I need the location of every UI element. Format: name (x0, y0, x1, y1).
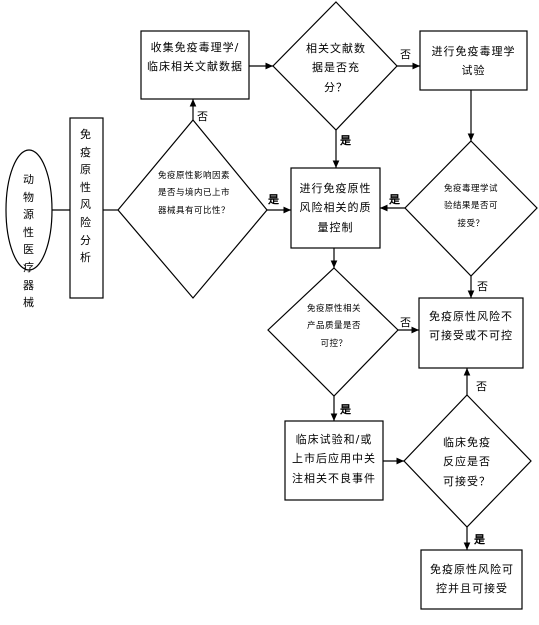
edge-label-literature-yes: 是 (340, 134, 351, 147)
analysis-node-shape (69, 117, 104, 299)
unacceptable-node-shape (418, 297, 524, 369)
edge-label-factor-no: 否 (197, 110, 208, 123)
analysis-node-label: 免疫原性风险分析 (80, 128, 92, 265)
acceptable-node-label: 免疫原性风险可控并且可接受 (430, 563, 514, 596)
tox-test-node-shape (419, 30, 528, 91)
edge-label-reaction-yes: 是 (474, 533, 485, 546)
edge-label-reaction-no: 否 (476, 380, 487, 393)
reaction-decision-label: 临床免疫反应是否可接受？ (443, 436, 491, 488)
edge-label-product-no: 否 (400, 316, 411, 329)
unacceptable-node-label: 免疫原性风险不可接受或不可控 (429, 310, 513, 343)
tox-result-decision-label: 免疫毒理学试验结果是否可接受？ (443, 184, 498, 229)
edge-label-toxresult-yes: 是 (389, 193, 400, 206)
edge-label-toxresult-no: 否 (477, 280, 488, 293)
edge-label-product-yes: 是 (340, 403, 351, 416)
factor-decision-shape (117, 119, 268, 299)
edge-label-factor-yes: 是 (268, 193, 279, 206)
clinical-node-label: 临床试验和/或上市后应用中关注相关不良事件 (292, 433, 376, 485)
control-node-label: 进行免疫原性风险相关的质量控制 (299, 182, 372, 234)
product-decision-label: 免疫原性相关产品质量是否可控？ (306, 304, 361, 349)
start-node-label: 动物源性医疗器械 (23, 173, 35, 310)
acceptable-node-shape (420, 549, 523, 610)
collect-node-label: 收集免疫毒理学/临床相关文献数据 (147, 41, 243, 74)
factor-decision-label: 免疫原性影响因素是否与境内已上市器械具有可比性？ (158, 171, 231, 216)
tox-test-node-label: 进行免疫毒理学试验 (431, 45, 516, 78)
control-node-shape (290, 167, 381, 249)
literature-decision-label: 相关文献数据是否充分？ (306, 42, 366, 94)
edge-label-literature-no: 否 (400, 48, 411, 61)
